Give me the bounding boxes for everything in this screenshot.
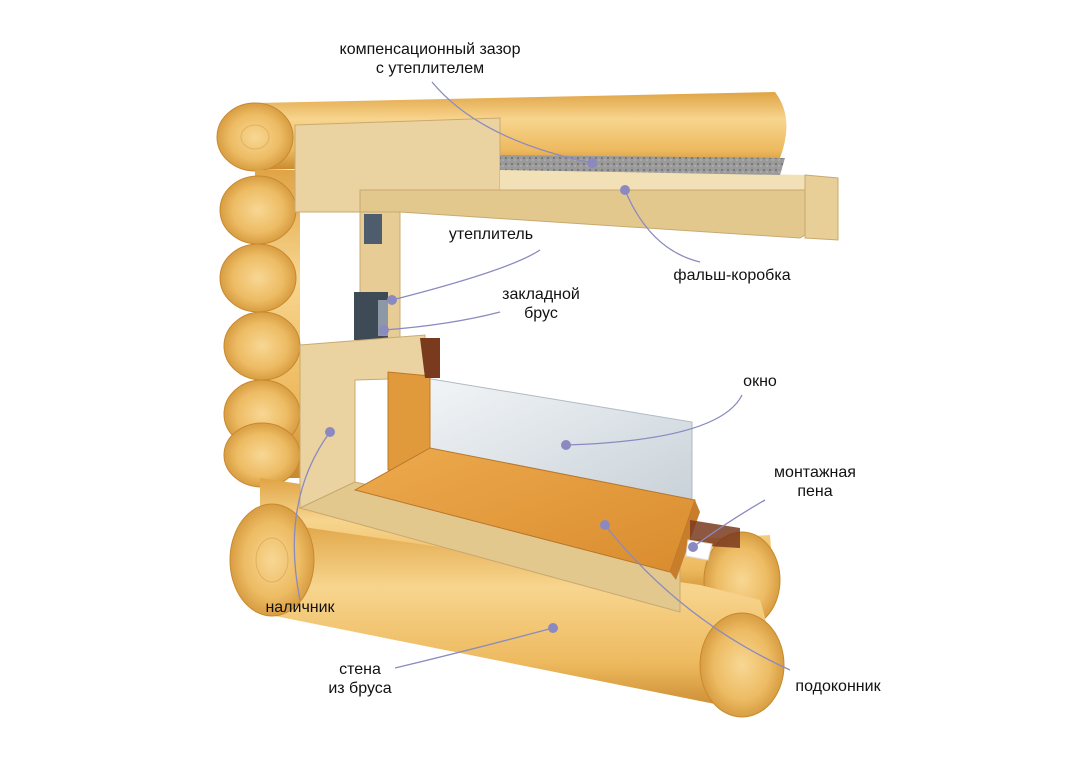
leader-gap <box>431 81 593 164</box>
label-wall: стена из бруса <box>328 660 391 698</box>
leader-false-box <box>624 189 701 263</box>
label-trim: наличник <box>265 599 335 616</box>
label-compensation-gap: компенсационный зазор с утеплителем <box>340 40 521 78</box>
label-compensation-gap-line2: с утеплителем <box>375 60 485 77</box>
label-wall-line1: стена <box>339 661 381 678</box>
leader-dots <box>325 158 698 633</box>
insulation-block <box>364 214 382 244</box>
leader-insulation <box>391 249 541 301</box>
leader-trim <box>293 431 331 601</box>
label-false-box: фальш-коробка <box>673 267 791 284</box>
leader-lines <box>293 81 791 671</box>
label-mounting-foam-line2: пена <box>797 483 833 500</box>
label-embedded-beam-line2: брус <box>524 305 558 322</box>
left-log-ends <box>219 170 301 488</box>
leader-window <box>565 394 743 446</box>
left-frame-column <box>354 211 401 346</box>
label-mounting-foam: монтажная пена <box>774 463 856 501</box>
label-insulation: утеплитель <box>448 226 534 243</box>
label-window-sill: подоконник <box>795 678 881 695</box>
label-window: окно <box>743 373 777 390</box>
label-wall-line2: из бруса <box>328 680 392 697</box>
window-sill <box>353 447 740 580</box>
label-mounting-foam-line1: монтажная <box>774 464 856 481</box>
window-frame-edge <box>420 338 440 378</box>
label-embedded-beam-line1: закладной <box>502 286 580 303</box>
label-embedded-beam: закладной брус <box>502 285 580 323</box>
leader-sill <box>604 524 791 671</box>
leader-wall <box>394 627 554 669</box>
leader-beam <box>383 311 501 331</box>
gap-insulation-strip <box>500 155 785 175</box>
label-compensation-gap-line1: компенсационный зазор <box>339 41 521 58</box>
leader-foam <box>692 499 766 548</box>
